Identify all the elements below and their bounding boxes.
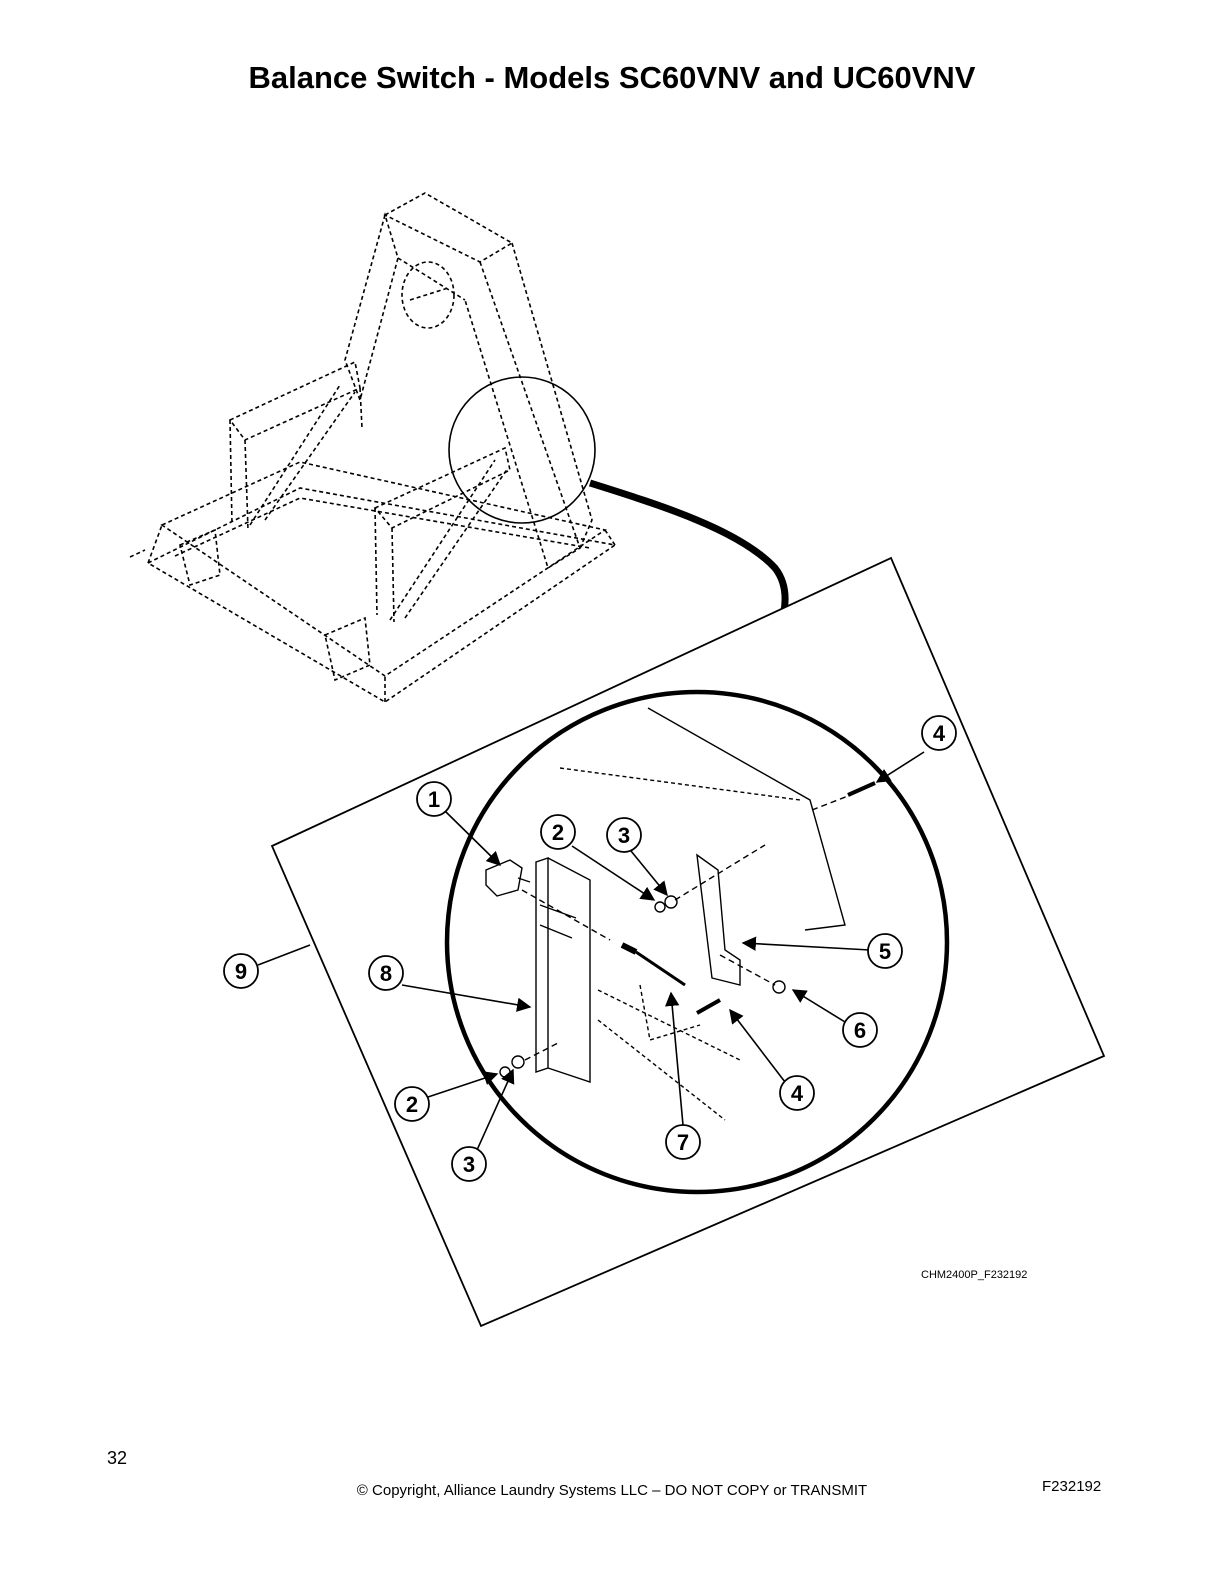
callout-label: 4	[791, 1081, 804, 1106]
callout-label: 1	[428, 787, 440, 812]
detail-parts	[485, 707, 876, 1121]
leader-line-9	[257, 944, 311, 966]
callout-2: 2	[540, 814, 576, 850]
callout-label: 6	[854, 1018, 866, 1043]
callout-6: 6	[842, 1012, 878, 1048]
callout-label: 4	[933, 721, 946, 746]
callout-2-lower: 2	[394, 1086, 430, 1122]
callout-label: 5	[879, 939, 891, 964]
leader-lines	[401, 751, 925, 1151]
page-number: 32	[107, 1448, 128, 1468]
machine-frame	[129, 192, 618, 703]
callout-5: 5	[867, 933, 903, 969]
callout-8: 8	[368, 955, 404, 991]
callout-label: 2	[406, 1092, 418, 1117]
callout-7: 7	[665, 1124, 701, 1160]
callout-9: 9	[223, 953, 259, 989]
callout-label: 3	[463, 1152, 475, 1177]
callout-label: 7	[677, 1130, 689, 1155]
document-code: F232192	[1042, 1478, 1102, 1495]
page-title: Balance Switch - Models SC60VNV and UC60…	[248, 60, 976, 95]
figure-id: CHM2400P_F232192	[921, 1269, 1027, 1281]
callout-label: 9	[235, 959, 247, 984]
copyright-notice: © Copyright, Alliance Laundry Systems LL…	[356, 1482, 868, 1499]
detail-enlarged-circle	[444, 689, 950, 1195]
callout-3: 3	[606, 817, 642, 853]
callout-4: 4	[921, 715, 957, 751]
callout-4-lower: 4	[779, 1075, 815, 1111]
callout-3-lower: 3	[451, 1146, 487, 1182]
callout-label: 8	[380, 961, 392, 986]
detail-source-circle	[448, 376, 596, 524]
callout-label: 3	[618, 823, 630, 848]
callout-1: 1	[416, 781, 452, 817]
callout-label: 2	[552, 820, 564, 845]
